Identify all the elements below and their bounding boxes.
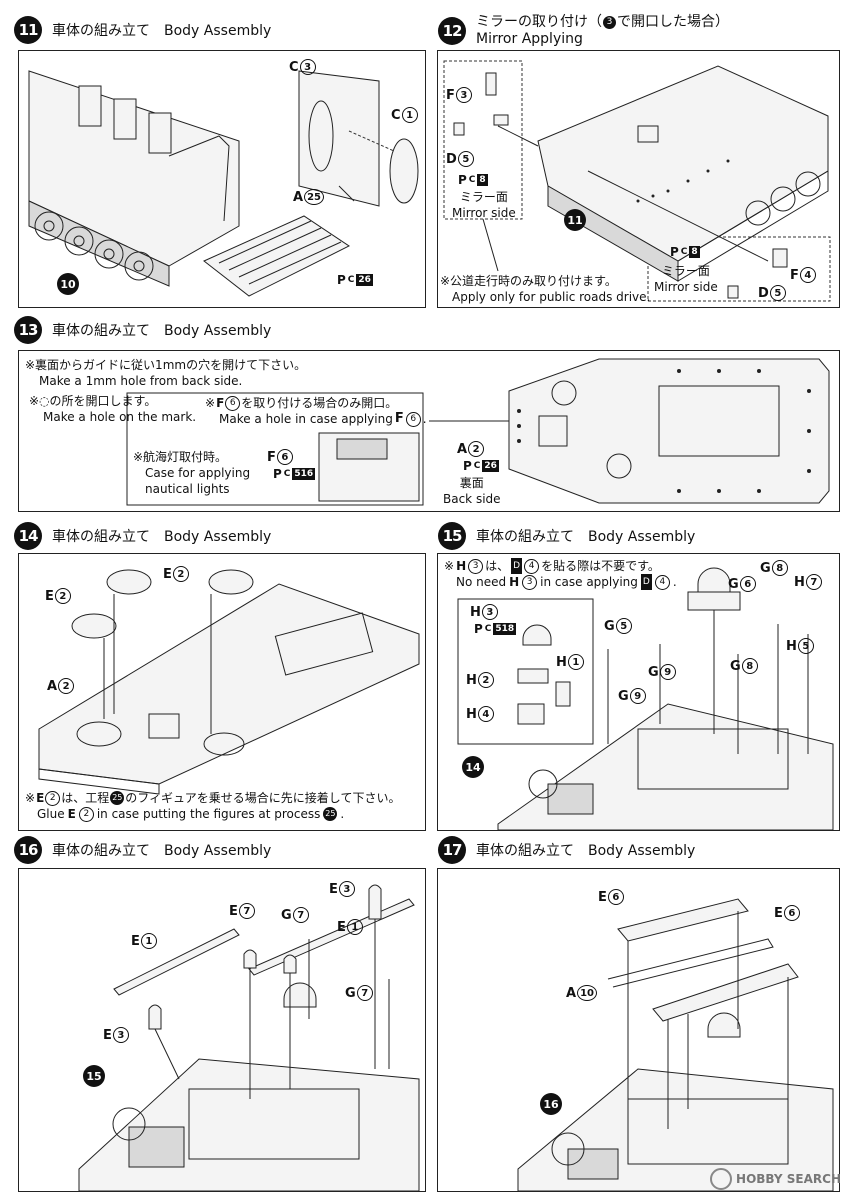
step-number: 17: [438, 836, 466, 864]
step-12-illustration: [443, 60, 831, 302]
step-14-illustration: [38, 569, 420, 795]
step-title-jp: ミラーの取り付け（: [476, 14, 602, 30]
step-16-illustration: [78, 884, 420, 1191]
step-number: 14: [14, 522, 42, 550]
ref-step-10: 10: [57, 273, 79, 295]
step-title: 車体の組み立て Body Assembly: [52, 323, 272, 339]
step-11-header: 11 車体の組み立て Body Assembly: [14, 16, 271, 44]
step-number: 12: [438, 17, 466, 45]
step-13-header: 13 車体の組み立て Body Assembly: [14, 316, 271, 344]
step-17-header: 17 車体の組み立て Body Assembly: [438, 836, 695, 864]
mark-note: ※◌の所を開口します。Make a hole on the mark.: [29, 394, 197, 424]
step-title: 車体の組み立て Body Assembly: [52, 23, 272, 39]
step-title: 車体の組み立て Body Assembly: [476, 529, 696, 545]
ref-step-15: 15: [83, 1065, 105, 1087]
step-title: 車体の組み立て Body Assembly: [476, 843, 696, 859]
ref-step-16: 16: [540, 1093, 562, 1115]
step-11-illustration: [28, 70, 419, 297]
step-number: 16: [14, 836, 42, 864]
step-16-header: 16 車体の組み立て Body Assembly: [14, 836, 271, 864]
step-number: 13: [14, 316, 42, 344]
ref-step-14: 14: [462, 756, 484, 778]
step-13-illustration: [126, 358, 830, 506]
step-number: 11: [14, 16, 42, 44]
step-12-header: 12 ミラーの取り付け（ 3 で開口した場合） Mirror Applying: [438, 14, 729, 48]
step-title-en: Mirror Applying: [476, 31, 583, 47]
watermark: HOBBY SEARCH: [710, 1168, 841, 1190]
hole-note: ※裏面からガイドに従い1mmの穴を開けて下さい。Make a 1mm hole …: [25, 358, 307, 388]
public-road-note: ※公道走行時のみ取り付けます。Apply only for public roa…: [440, 274, 651, 304]
ref-step-11: 11: [564, 209, 586, 231]
step-title: 車体の組み立て Body Assembly: [52, 529, 272, 545]
step-14-header: 14 車体の組み立て Body Assembly: [14, 522, 271, 550]
step-17-illustration: [517, 898, 834, 1191]
step-15-header: 15 車体の組み立て Body Assembly: [438, 522, 695, 550]
hobby-search-logo-icon: [710, 1168, 733, 1190]
step-15-illustration: [457, 567, 834, 830]
step-number: 15: [438, 522, 466, 550]
step-title: 車体の組み立て Body Assembly: [52, 843, 272, 859]
step-13-panel: ※裏面からガイドに従い1mmの穴を開けて下さい。Make a 1mm hole …: [18, 350, 840, 512]
